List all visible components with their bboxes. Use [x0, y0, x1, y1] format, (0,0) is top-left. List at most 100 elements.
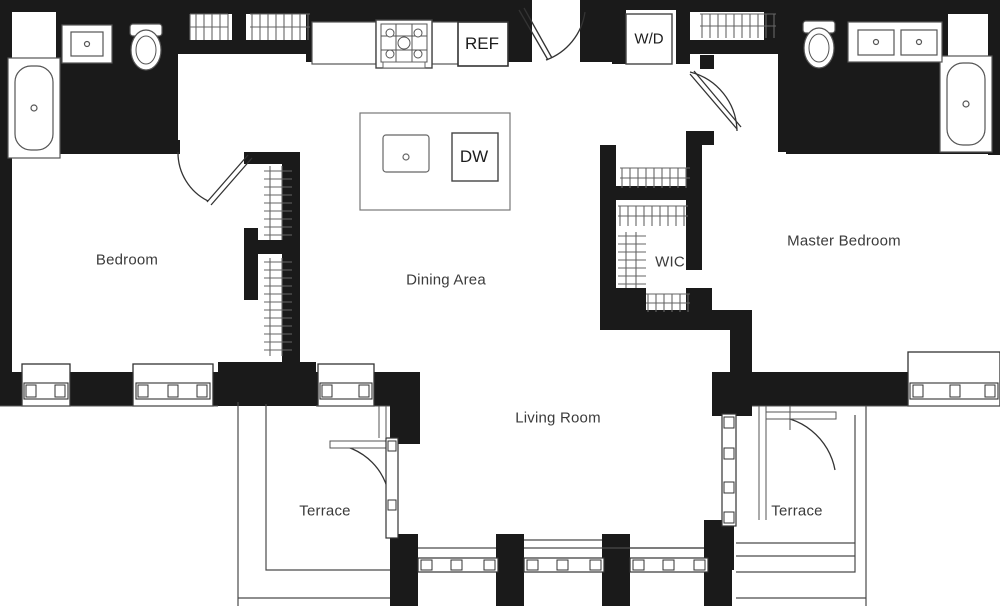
- wall-living-left-vert: [390, 372, 420, 444]
- kitchen-fixtures: [311, 13, 673, 211]
- wall-bedroom-right: [282, 152, 300, 364]
- wall-wic-right-lower: [686, 200, 702, 270]
- wall-bedroom-closet-divider: [244, 228, 258, 300]
- window-bedroom-south-mull-c: [167, 384, 179, 398]
- toilet-left-seat: [135, 35, 157, 65]
- hatch-master-top-closet: [700, 13, 776, 38]
- window-group: [21, 351, 1000, 573]
- glazing-south-1-mull-b: [450, 559, 463, 571]
- wall-top-wd-right: [676, 0, 690, 64]
- wall-bath-left-top: [12, 0, 60, 12]
- wall-bath-right-top: [940, 0, 1000, 14]
- hatch-entry-right: [250, 13, 310, 40]
- closet-hatching-group: [189, 13, 776, 356]
- refrigerator-box: [457, 21, 509, 67]
- bathtub-left-drain: [30, 104, 38, 112]
- wall-bedroom-closet-back: [244, 152, 300, 164]
- vanity-drain-1: [872, 38, 880, 46]
- window-bedroom-south-mull-r: [196, 384, 208, 398]
- wall-wic-mid-divider: [600, 186, 700, 200]
- dishwasher-box: [451, 132, 499, 182]
- range-burner-2: [413, 28, 423, 38]
- terrace-outline-group: [237, 402, 867, 606]
- terrace-left-door-leaf: [329, 440, 393, 449]
- wall-dining-south-left: [218, 362, 316, 406]
- pier-living-south-2: [602, 534, 630, 606]
- sink-left-drain: [83, 40, 91, 48]
- terrace-left-door-arc: [330, 443, 391, 505]
- glazing-south-2-mull-b: [556, 559, 569, 571]
- hatch-wic-upper: [620, 167, 690, 188]
- wall-left-exterior: [0, 152, 12, 372]
- glazing-south-3-mull-c: [693, 559, 706, 571]
- door-group: [177, 7, 837, 505]
- glazing-south-1-mull-a: [420, 559, 433, 571]
- bathtub-right-drain: [962, 100, 970, 108]
- kitchen-counter-mid: [431, 21, 461, 65]
- bedroom-door-leaf-a: [206, 154, 249, 203]
- window-dining-south-mull-l: [321, 384, 333, 398]
- wall-wic-bottom: [600, 310, 750, 330]
- hatch-bedroom-closet-upper: [264, 166, 292, 240]
- hatch-wic-lower: [646, 293, 690, 312]
- wall-master-left: [730, 310, 752, 372]
- window-master-east-mull-r: [984, 384, 996, 398]
- hatch-wic-side: [618, 232, 646, 288]
- wall-bedroom-closet-mid: [244, 240, 296, 254]
- window-dining-south-mull-r: [358, 384, 370, 398]
- wall-top-wd-top: [612, 0, 690, 10]
- pier-living-south-1: [496, 534, 524, 606]
- wall-closet-master-back: [690, 40, 778, 54]
- pier-terrace-left-top: [390, 534, 418, 606]
- pier-terrace-right-top: [712, 372, 752, 416]
- entry-door-arc: [545, 11, 586, 61]
- toilet-right-seat: [808, 33, 830, 63]
- hatch-bedroom-closet-lower: [264, 258, 292, 356]
- glazing-south-2-mull-c: [589, 559, 602, 571]
- entry-door-leaf-b: [523, 7, 553, 59]
- range-front-lip: [382, 61, 426, 69]
- master-door-leaf-b: [693, 70, 742, 128]
- glazing-terrace-left: [385, 437, 399, 539]
- range-burner-3: [385, 49, 395, 59]
- wall-top-right-entry: [580, 0, 616, 62]
- window-living-south-run: [417, 557, 709, 573]
- wall-entry-left-jamb: [178, 0, 190, 54]
- terrace-left-inner: [265, 404, 390, 571]
- washer-dryer-box: [625, 13, 673, 65]
- window-bedroom-south-mull-l: [137, 384, 149, 398]
- window-bedroom-west-mull-l: [25, 384, 37, 398]
- glazing-tl-mull-a: [387, 440, 397, 452]
- detail-lines: [0, 405, 1000, 520]
- vanity-drain-2: [915, 38, 923, 46]
- bedroom-door-arc: [177, 151, 209, 202]
- glazing-tl-mull-b: [387, 499, 397, 511]
- wall-closet-entry-back: [178, 40, 312, 54]
- glazing-tr-mull-d: [723, 511, 735, 524]
- pier-terrace-right-bottom: [704, 520, 734, 570]
- wall-top-wd-left: [612, 0, 626, 64]
- wall-left-bath-block: [56, 0, 176, 150]
- wall-wic-right-stub: [686, 288, 712, 324]
- entry-door-leaf-a: [518, 9, 549, 61]
- bathroom-left-fixtures: [7, 23, 163, 159]
- wall-master-south-left: [752, 372, 862, 406]
- hatch-wic-second: [618, 205, 688, 226]
- window-master-east-mull-l: [912, 384, 924, 398]
- kitchen-counter-left: [311, 21, 377, 65]
- hatch-entry-left: [190, 13, 229, 40]
- glazing-south-3-mull-a: [632, 559, 645, 571]
- glazing-tr-mull-c: [723, 481, 735, 494]
- glazing-south-1-mull-c: [483, 559, 496, 571]
- master-door-leaf-a: [689, 73, 738, 130]
- terrace-right-door-leaf: [765, 411, 837, 420]
- island-sink-drain: [402, 153, 410, 161]
- wall-bath-left-right-edge: [164, 0, 178, 152]
- terrace-right-inner: [736, 415, 856, 573]
- wall-master-door-jamb: [700, 55, 714, 69]
- range-burner-4: [413, 49, 423, 59]
- window-terrace-left-vertical: [385, 437, 399, 539]
- glazing-south-2-mull-a: [526, 559, 539, 571]
